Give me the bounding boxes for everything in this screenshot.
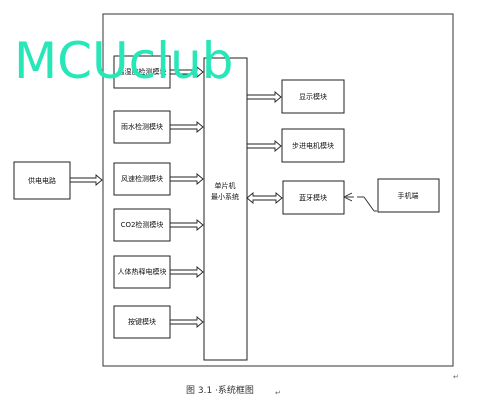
- rain-block: 雨水检测模块: [113, 110, 171, 144]
- arrow-mcu-to-display: [246, 91, 282, 103]
- phone-block: 手机端: [377, 178, 440, 213]
- pir-block: 人体热释电模块: [113, 255, 171, 289]
- arrow-rain-to-mcu: [169, 121, 204, 133]
- co2-block: CO2检测模块: [113, 208, 171, 242]
- figure-caption: 图 3.1 ·系统框图: [186, 384, 254, 396]
- display-block: 显示模块: [281, 79, 345, 114]
- system-frame: [102, 13, 454, 367]
- stepper-label: 步进电机模块: [292, 141, 334, 150]
- arrow-power-to-frame: [69, 174, 103, 186]
- co2-label: CO2检测模块: [121, 220, 164, 229]
- phone-label: 手机端: [398, 191, 419, 200]
- mcuclub-watermark: MCUclub: [14, 32, 233, 90]
- bluetooth-block: 蓝牙模块: [282, 180, 345, 215]
- arrow-co2-to-mcu: [169, 219, 204, 231]
- arrow-mcu-bluetooth-bidirectional: [246, 192, 283, 204]
- bluetooth-label: 蓝牙模块: [299, 193, 327, 202]
- arrow-mcu-to-stepper: [246, 140, 282, 152]
- display-label: 显示模块: [299, 92, 327, 101]
- mcu-block: 单片机 最小系统: [203, 57, 248, 361]
- power-supply-label: 供电电路: [28, 176, 56, 185]
- arrow-temp-to-mcu: [169, 66, 204, 78]
- paragraph-mark-caption: ↵: [275, 389, 281, 397]
- mcu-label-line1: 单片机: [215, 181, 236, 190]
- stepper-block: 步进电机模块: [281, 128, 345, 163]
- arrow-keys-to-mcu: [169, 316, 204, 328]
- keys-block: 按键模块: [113, 305, 171, 339]
- paragraph-mark-right: ↵: [453, 373, 459, 381]
- temp-humidity-label: 温湿度检测模块: [118, 67, 167, 76]
- keys-label: 按键模块: [128, 317, 156, 326]
- pir-label: 人体热释电模块: [118, 267, 167, 276]
- wind-label: 风速检测模块: [121, 174, 163, 183]
- arrow-wind-to-mcu: [169, 173, 204, 185]
- temp-humidity-block: 温湿度检测模块: [113, 55, 171, 89]
- mcu-label-line2: 最小系统: [211, 192, 239, 201]
- rain-label: 雨水检测模块: [121, 122, 163, 131]
- arrow-pir-to-mcu: [169, 266, 204, 278]
- power-supply-block: 供电电路: [13, 161, 71, 200]
- wind-block: 风速检测模块: [113, 162, 171, 196]
- wireless-link: [343, 192, 377, 212]
